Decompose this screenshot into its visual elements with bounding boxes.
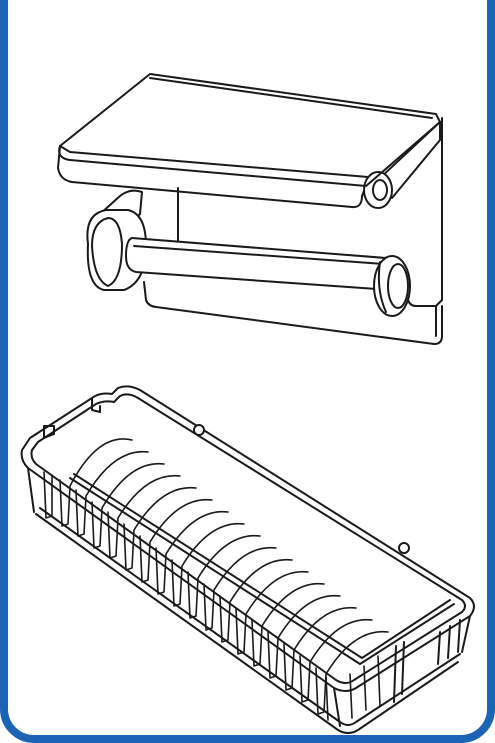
wire-shower-basket-icon xyxy=(20,385,475,734)
toilet-paper-holder-with-shelf-icon xyxy=(57,73,443,345)
basket-wires xyxy=(43,438,389,721)
